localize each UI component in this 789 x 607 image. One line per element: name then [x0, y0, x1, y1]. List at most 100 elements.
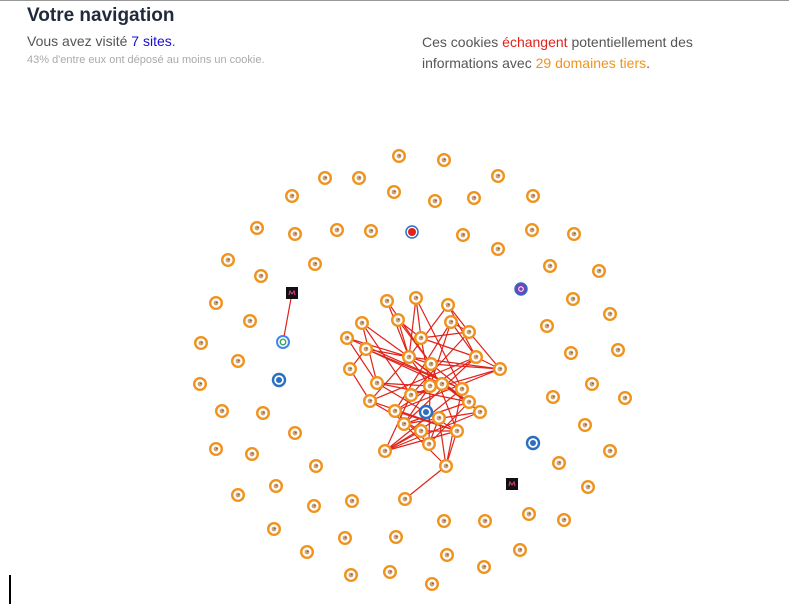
cookie-icon[interactable] [473, 405, 488, 420]
cookie-icon[interactable] [526, 188, 541, 203]
globe-icon[interactable] [271, 372, 287, 388]
google-icon[interactable] [276, 335, 290, 349]
cookie-icon[interactable] [513, 543, 528, 558]
cookie-icon[interactable] [493, 362, 508, 377]
cookie-icon[interactable] [364, 223, 379, 238]
cookie-icon[interactable] [343, 362, 358, 377]
cookie-icon[interactable] [308, 257, 323, 272]
cookie-icon[interactable] [267, 522, 282, 537]
dark-square-icon[interactable] [506, 478, 518, 490]
third-party-count-link[interactable]: 29 domaines tiers [535, 55, 647, 71]
cookie-icon[interactable] [242, 314, 257, 329]
cookie-icon[interactable] [414, 331, 429, 346]
cookie-icon[interactable] [307, 499, 322, 514]
cookie-icon[interactable] [585, 377, 600, 392]
cookie-icon[interactable] [546, 390, 561, 405]
cookie-icon[interactable] [435, 377, 450, 392]
cookie-icon[interactable] [269, 479, 284, 494]
cookie-icon[interactable] [424, 357, 439, 372]
cookie-icon[interactable] [437, 152, 452, 167]
cookie-icon[interactable] [522, 507, 537, 522]
cookie-icon[interactable] [423, 379, 438, 394]
cookie-icon[interactable] [450, 424, 465, 439]
cookie-icon[interactable] [557, 513, 572, 528]
cookie-icon[interactable] [288, 226, 303, 241]
dark-square-icon[interactable] [286, 287, 298, 299]
cookie-icon[interactable] [428, 193, 443, 208]
cookie-icon[interactable] [288, 426, 303, 441]
cookie-icon[interactable] [397, 417, 412, 432]
cookie-icon[interactable] [249, 220, 264, 235]
cookie-icon[interactable] [344, 568, 359, 583]
cookie-icon[interactable] [193, 336, 208, 351]
cookie-icon[interactable] [220, 252, 235, 267]
cookie-icon[interactable] [611, 343, 626, 358]
cookie-icon[interactable] [387, 184, 402, 199]
cookie-icon[interactable] [444, 315, 459, 330]
cookie-icon[interactable] [462, 325, 477, 340]
cookie-icon[interactable] [285, 188, 300, 203]
cookie-icon[interactable] [330, 222, 345, 237]
cookie-icon[interactable] [432, 411, 447, 426]
cookie-icon[interactable] [192, 377, 207, 392]
cookie-icon[interactable] [352, 170, 367, 185]
cookie-icon[interactable] [300, 545, 315, 560]
cookie-icon[interactable] [383, 565, 398, 580]
cookie-icon[interactable] [567, 226, 582, 241]
cookie-icon[interactable] [409, 291, 424, 306]
cookie-icon[interactable] [378, 444, 393, 459]
cookie-icon[interactable] [422, 437, 437, 452]
cookie-icon[interactable] [363, 394, 378, 409]
cookie-icon[interactable] [340, 331, 355, 346]
cookie-icon[interactable] [581, 480, 596, 495]
cookie-icon[interactable] [425, 577, 440, 592]
cookie-icon[interactable] [318, 170, 333, 185]
cookie-icon[interactable] [414, 424, 429, 439]
cookie-icon[interactable] [477, 560, 492, 575]
cookie-icon[interactable] [491, 241, 506, 256]
cookie-icon[interactable] [603, 307, 618, 322]
cookie-icon[interactable] [440, 548, 455, 563]
globe-icon[interactable] [418, 404, 434, 420]
cookie-icon[interactable] [380, 294, 395, 309]
cookie-icon[interactable] [441, 298, 456, 313]
cookie-icon[interactable] [437, 514, 452, 529]
cookie-icon[interactable] [345, 494, 360, 509]
cookie-icon[interactable] [230, 488, 245, 503]
cookie-icon[interactable] [455, 382, 470, 397]
cookie-icon[interactable] [525, 222, 540, 237]
cookie-icon[interactable] [253, 269, 268, 284]
cookie-icon[interactable] [208, 442, 223, 457]
cookie-icon[interactable] [618, 391, 633, 406]
cookie-icon[interactable] [491, 168, 506, 183]
cookie-icon[interactable] [208, 296, 223, 311]
cookie-icon[interactable] [578, 418, 593, 433]
cookie-icon[interactable] [338, 531, 353, 546]
cookie-icon[interactable] [388, 404, 403, 419]
cookie-icon[interactable] [370, 376, 385, 391]
cookie-icon[interactable] [230, 354, 245, 369]
cookie-icon[interactable] [469, 350, 484, 365]
cookie-icon[interactable] [398, 492, 413, 507]
globe-icon[interactable] [525, 435, 541, 451]
cookie-icon[interactable] [566, 292, 581, 307]
cookie-icon[interactable] [355, 316, 370, 331]
cookie-icon[interactable] [256, 406, 271, 421]
cookie-icon[interactable] [244, 447, 259, 462]
cookie-icon[interactable] [467, 190, 482, 205]
cookie-icon[interactable] [478, 514, 493, 529]
cookie-icon[interactable] [462, 395, 477, 410]
red-circle-icon[interactable] [405, 225, 419, 239]
cookie-icon[interactable] [543, 259, 558, 274]
instagram-icon[interactable] [514, 282, 528, 296]
cookie-icon[interactable] [392, 148, 407, 163]
cookie-icon[interactable] [439, 459, 454, 474]
cookie-icon[interactable] [359, 342, 374, 357]
cookie-icon[interactable] [603, 444, 618, 459]
cookie-icon[interactable] [391, 313, 406, 328]
cookie-icon[interactable] [389, 530, 404, 545]
cookie-icon[interactable] [309, 459, 324, 474]
cookie-icon[interactable] [404, 388, 419, 403]
cookie-icon[interactable] [456, 227, 471, 242]
